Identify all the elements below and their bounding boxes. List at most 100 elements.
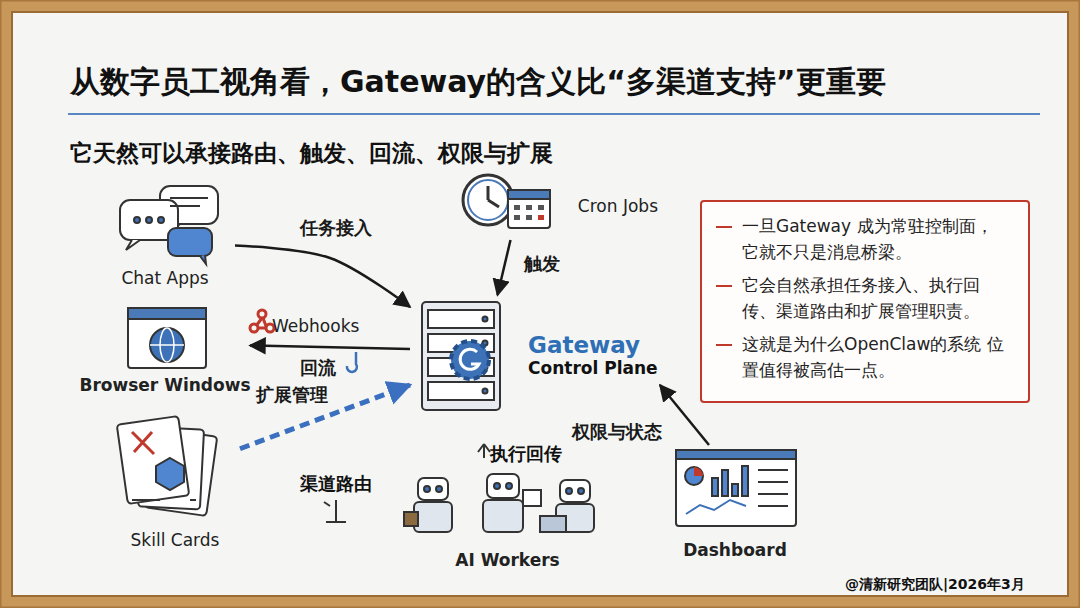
drawing-part [126, 240, 140, 250]
drawing-part [732, 484, 738, 496]
drawing-part [483, 389, 488, 394]
drawing-part [428, 382, 494, 400]
flow-label: 渠道路由 [300, 472, 372, 496]
callout-box: 一旦Gateway 成为常驻控制面， 它就不只是消息桥梁。它会自然承担任务接入、… [700, 200, 1030, 403]
drawing-part [170, 197, 208, 199]
node-text: Gateway [528, 332, 640, 358]
drawing-part [488, 200, 499, 207]
title-rule [68, 113, 1040, 115]
chat-apps-node: Chat Apps [95, 182, 235, 288]
drawing-part [694, 467, 703, 476]
drawing-part [150, 344, 184, 346]
drawing-part [156, 458, 184, 490]
drawing-part [712, 478, 718, 496]
server-icon [422, 302, 500, 410]
drawing-part [170, 205, 200, 207]
browser-icon [128, 308, 206, 368]
drawing-part [526, 215, 532, 220]
drawing-part [451, 341, 489, 379]
flow-label: 执行回传 [490, 442, 562, 466]
drawing-part [538, 215, 544, 220]
drawing-part [404, 512, 418, 526]
drawing-part [578, 488, 584, 494]
node-text: Skill Cards [131, 530, 220, 550]
footer-credit: @清新研究团队|2026年3月 [845, 576, 1025, 594]
drawing-part [560, 480, 590, 502]
node-text: 这就是为什么OpenClaw的系统 位置值得被高估一点。 [716, 332, 1012, 383]
signpost-icon [324, 500, 346, 522]
drawing-part [758, 493, 788, 495]
node-text: Chat Apps [121, 268, 208, 288]
drawing-part [478, 444, 490, 458]
drawing-part [428, 310, 494, 328]
node-text: Browser Windows [79, 375, 250, 395]
drawing-part [128, 308, 206, 319]
drawing-part [742, 466, 748, 496]
slide-title: 从数字员工视角看，Gateway的含义比“多渠道支持”更重要 [70, 62, 886, 103]
flow-arrow [498, 240, 511, 295]
drawing-part [758, 481, 788, 483]
hook-icon [347, 352, 357, 372]
drawing-part [523, 490, 541, 506]
drawing-part [506, 483, 512, 489]
drawing-part [685, 467, 703, 485]
dashboard-node: Dashboard [670, 445, 800, 560]
edge-label: 扩展管理 [254, 383, 330, 407]
drawing-part [676, 450, 796, 459]
browser-windows-node: Browser Windows [80, 305, 250, 395]
drawing-part [414, 502, 452, 532]
drawing-part [468, 180, 508, 220]
edge-label: 触发 [522, 252, 562, 276]
edge-label: 回流 [298, 356, 338, 380]
dashboard-icon [676, 450, 796, 526]
chat-icon [120, 186, 218, 264]
drawing-part [190, 499, 196, 501]
webhooks-icon [250, 310, 274, 332]
drawing-part [158, 217, 164, 223]
drawing-part [540, 516, 566, 532]
drawing-part [117, 416, 190, 504]
drawing-part [494, 483, 500, 489]
drawing-part [134, 217, 140, 223]
drawing-part [146, 217, 152, 223]
drawing-part [258, 310, 266, 318]
drawing-part [722, 470, 728, 496]
drawing-part [168, 228, 212, 256]
drawing-part [538, 205, 544, 210]
flow-arrow [235, 246, 410, 307]
webhooks-label: Webhooks [272, 316, 359, 336]
edge-label: 任务接入 [298, 216, 374, 240]
drawing-part [128, 308, 206, 368]
drawing-part [676, 450, 796, 526]
drawing-part [150, 328, 184, 362]
edge-label: 权限与状态 [570, 420, 664, 444]
drawing-part [483, 500, 523, 532]
drawing-part [424, 486, 430, 492]
drawing-part [758, 469, 788, 471]
ai-workers-node: AI Workers [395, 470, 620, 570]
gateway-node: GatewayControl Plane [410, 295, 660, 415]
drawing-part [12, 12, 1068, 596]
subtitle: 它天然可以承接路由、触发、回流、权限与扩展 [70, 138, 553, 169]
flow-arrow [250, 346, 410, 350]
drawing-part [200, 255, 206, 264]
drawing-part [566, 488, 572, 494]
drawing-part [758, 505, 788, 507]
node-text: Cron Jobs [578, 196, 658, 216]
drawing-part [514, 215, 520, 220]
node-text: 它会自然承担任务接入、执行回 传、渠道路由和扩展管理职责。 [716, 273, 1012, 324]
node-text: Dashboard [683, 540, 787, 560]
drawing-part [422, 302, 500, 410]
drawing-part [436, 486, 442, 492]
skill-cards-icon [117, 416, 218, 516]
drawing-part [132, 499, 160, 501]
drawing-part [460, 349, 479, 369]
cron-jobs-node: Cron Jobs [458, 172, 668, 240]
drawing-part [256, 318, 266, 328]
node-text: 一旦Gateway 成为常驻控制面， 它就不只是消息桥梁。 [716, 214, 1012, 265]
drawing-part [508, 190, 550, 199]
